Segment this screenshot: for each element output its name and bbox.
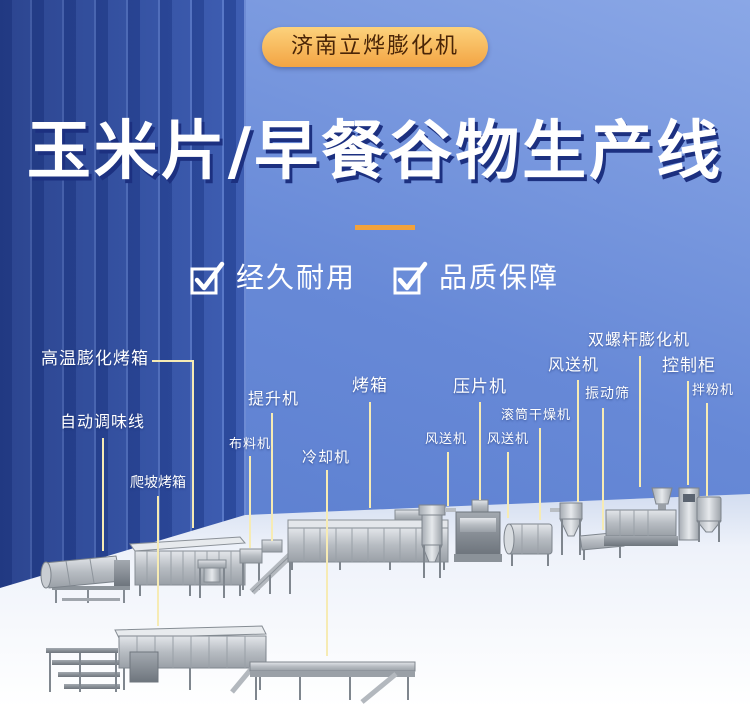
drum-dryer-machine bbox=[503, 523, 553, 566]
label-control-cabinet: 控制柜 bbox=[662, 356, 716, 376]
feature-label: 品质保障 bbox=[439, 261, 560, 294]
page-title: 玉米片/早餐谷物生产线 bbox=[26, 115, 724, 189]
label-slope-oven: 爬坡烤箱 bbox=[130, 475, 186, 491]
label-air-conveyor-left: 风送机 bbox=[425, 432, 468, 447]
slope-oven-machine bbox=[46, 625, 267, 692]
label-high-temp-puffing-oven: 高温膨化烤箱 bbox=[41, 349, 149, 369]
feature-label: 经久耐用 bbox=[236, 261, 357, 294]
label-air-conveyor-middle: 风送机 bbox=[487, 432, 530, 447]
label-auto-seasoning-line: 自动调味线 bbox=[60, 412, 146, 431]
check-box-icon bbox=[393, 261, 428, 295]
feature-quality: 品质保障 bbox=[393, 260, 559, 296]
label-oven: 烤箱 bbox=[352, 376, 388, 396]
hopper-stand bbox=[197, 559, 227, 598]
air-conveyor-left-machine bbox=[418, 504, 456, 578]
cooler-machine bbox=[230, 661, 416, 704]
powder-mixer-machine bbox=[695, 496, 723, 542]
leader-lines bbox=[102, 356, 708, 656]
label-drum-dryer: 滚筒干燥机 bbox=[501, 408, 572, 423]
flaking-machine bbox=[454, 499, 502, 562]
brand-badge: 济南立烨膨化机 bbox=[262, 27, 488, 67]
control-cabinet-machine bbox=[678, 487, 700, 541]
label-twin-screw-extruder: 双螺杆膨化机 bbox=[588, 330, 691, 349]
striped-side-wall bbox=[0, 0, 245, 600]
leader-high-temp-puffing-oven bbox=[152, 360, 194, 528]
oven-machine bbox=[287, 509, 449, 570]
label-elevator: 提升机 bbox=[248, 389, 300, 408]
label-spreader: 布料机 bbox=[229, 437, 272, 452]
label-powder-mixer: 拌粉机 bbox=[692, 383, 735, 398]
feature-durable: 经久耐用 bbox=[190, 260, 356, 296]
label-vibrating-screen: 振动筛 bbox=[585, 386, 630, 402]
label-cooler: 冷却机 bbox=[302, 448, 351, 466]
auto-seasoning-line-machine bbox=[40, 555, 130, 603]
label-flaking-machine: 压片机 bbox=[453, 377, 507, 397]
label-air-conveyor-top: 风送机 bbox=[548, 355, 600, 374]
high-temp-puffing-oven-machine bbox=[129, 536, 247, 596]
accent-divider bbox=[355, 225, 415, 230]
twin-screw-extruder-machine bbox=[604, 487, 678, 546]
check-box-icon bbox=[190, 261, 225, 295]
